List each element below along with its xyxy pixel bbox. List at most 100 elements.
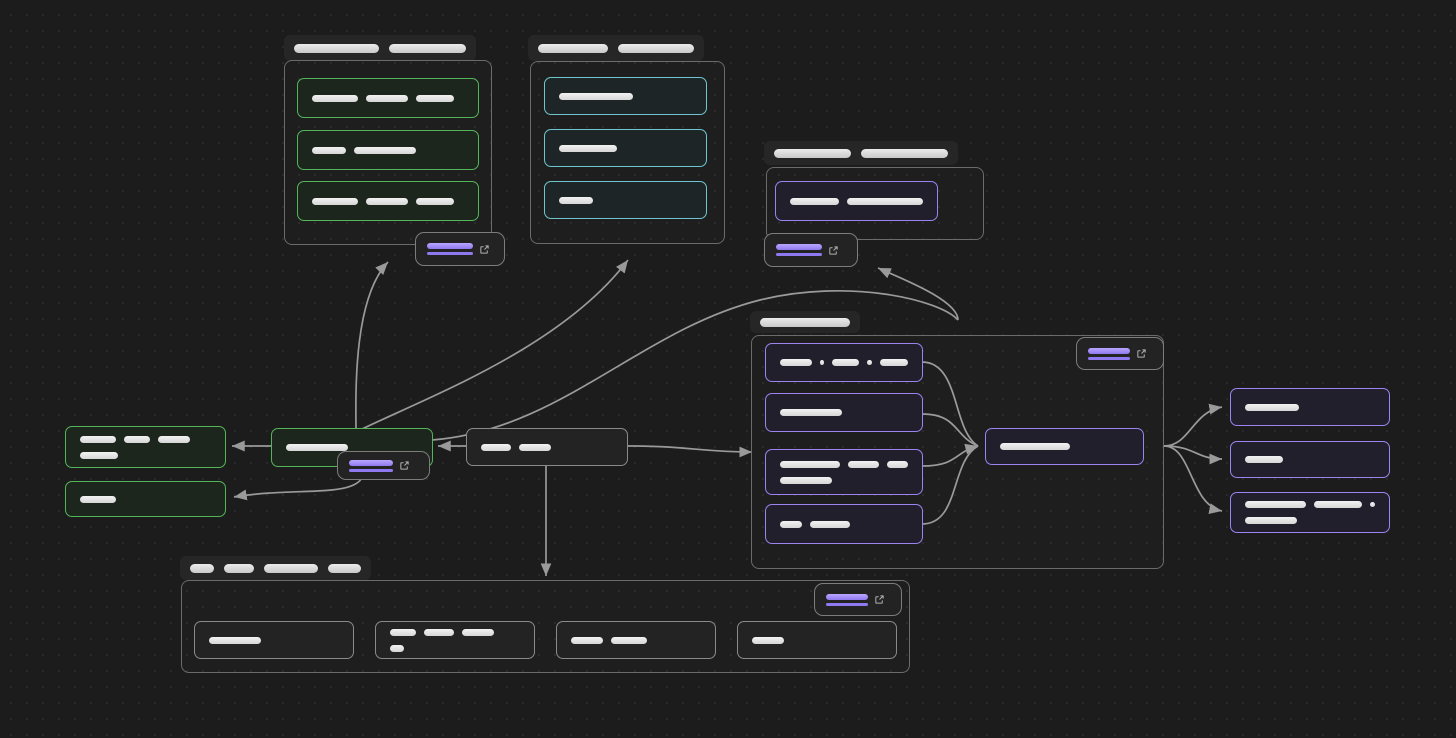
badge-purple-top[interactable]: [764, 233, 858, 267]
skeleton-bar: [312, 94, 358, 102]
skeleton-dot: [820, 360, 825, 365]
skeleton-bar: [354, 146, 416, 154]
node-text-line: [780, 409, 908, 416]
node-text-line: [1245, 517, 1375, 524]
edge-to-purple-top-arrow: [877, 267, 959, 321]
skeleton-bar: [832, 359, 860, 366]
external-link-icon[interactable]: [479, 244, 490, 255]
skeleton-bar: [752, 636, 784, 644]
badge-green-top[interactable]: [415, 232, 505, 266]
skeleton-bar: [1000, 443, 1070, 450]
node-text-line: [790, 197, 923, 205]
external-link-icon[interactable]: [1136, 348, 1147, 359]
skeleton-bar: [481, 443, 511, 451]
edge-green-center-to-cyan: [355, 259, 629, 433]
skeleton-dot: [1370, 502, 1375, 507]
node-cyan-2[interactable]: [544, 129, 707, 167]
node-green-left-2[interactable]: [65, 481, 226, 517]
node-bottom-3[interactable]: [556, 621, 716, 659]
node-text-line: [312, 146, 464, 154]
external-link-icon[interactable]: [399, 460, 410, 471]
skeleton-bar: [780, 359, 812, 366]
badge-bottom[interactable]: [814, 583, 902, 616]
node-text-line: [559, 196, 692, 204]
skeleton-bar: [780, 476, 832, 484]
external-link-icon[interactable]: [874, 594, 885, 605]
skeleton-bar: [519, 443, 551, 451]
node-green-top-1[interactable]: [297, 78, 479, 118]
node-text-line: [780, 460, 908, 468]
edge-gray-center-to-purple-main: [627, 445, 753, 458]
node-text-line: [390, 628, 520, 636]
skeleton-bar: [190, 563, 215, 573]
group-purple-main[interactable]: [751, 335, 1164, 569]
node-purple-right-2[interactable]: [1230, 441, 1390, 478]
badge-purple-main[interactable]: [1076, 337, 1164, 370]
skeleton-bar: [286, 444, 348, 451]
node-text-line: [390, 644, 520, 652]
group-purple-top[interactable]: [766, 167, 984, 240]
edge-main-to-right3: [1163, 445, 1223, 514]
node-green-top-3[interactable]: [297, 181, 479, 221]
skeleton-bar: [618, 43, 694, 53]
skeleton-bar: [1245, 403, 1299, 411]
skeleton-bar: [366, 94, 408, 102]
skeleton-bar: [416, 94, 454, 102]
node-pm-out[interactable]: [985, 428, 1144, 465]
node-bottom-2[interactable]: [375, 621, 535, 659]
node-purple-right-3[interactable]: [1230, 492, 1390, 533]
node-bottom-1[interactable]: [194, 621, 354, 659]
group-green-top[interactable]: [284, 60, 492, 245]
node-text-line: [1245, 501, 1375, 508]
node-cyan-3[interactable]: [544, 181, 707, 219]
group-cyan[interactable]: [530, 61, 725, 244]
node-green-top-2[interactable]: [297, 130, 479, 170]
node-text-line: [780, 520, 908, 528]
node-text-line: [571, 636, 701, 644]
node-cyan-1[interactable]: [544, 77, 707, 115]
node-pm-2[interactable]: [765, 393, 923, 432]
skeleton-bar: [774, 148, 851, 158]
skeleton-bar: [390, 628, 416, 636]
group-title-green-top: [284, 35, 476, 61]
skeleton-bar: [780, 520, 802, 528]
node-text-line: [1000, 443, 1129, 450]
node-text-line: [780, 359, 908, 366]
node-text-line: [312, 94, 464, 102]
skeleton-bar: [424, 628, 454, 636]
node-purple-top-1[interactable]: [775, 181, 938, 221]
skeleton-bar: [1314, 501, 1363, 508]
group-title-purple-top: [764, 141, 958, 165]
node-text-line: [80, 451, 211, 459]
edge-main-to-right1: [1163, 403, 1223, 447]
node-text-line: [286, 444, 418, 451]
node-text-line: [559, 144, 692, 152]
group-bottom[interactable]: [181, 580, 910, 673]
skeleton-bar: [611, 636, 647, 644]
node-pm-3[interactable]: [765, 449, 923, 495]
skeleton-bar: [810, 520, 850, 528]
node-green-left-1[interactable]: [65, 426, 226, 468]
node-pm-1[interactable]: [765, 343, 923, 382]
skeleton-bar: [327, 563, 361, 573]
external-link-icon[interactable]: [828, 245, 839, 256]
node-purple-right-1[interactable]: [1230, 388, 1390, 426]
node-pm-4[interactable]: [765, 504, 923, 544]
skeleton-bar: [390, 644, 404, 652]
node-text-line: [1245, 456, 1375, 463]
skeleton-bar: [559, 92, 633, 100]
skeleton-bar: [790, 197, 839, 205]
skeleton-bar: [158, 435, 190, 443]
badge-label: [826, 593, 868, 606]
badge-green-center[interactable]: [337, 451, 430, 480]
node-text-line: [312, 197, 464, 205]
skeleton-bar: [80, 495, 116, 503]
node-bottom-4[interactable]: [737, 621, 897, 659]
node-text-line: [80, 495, 211, 503]
skeleton-bar: [538, 43, 609, 53]
node-gray-center[interactable]: [466, 428, 628, 466]
badge-label: [427, 243, 473, 255]
skeleton-bar: [559, 144, 617, 152]
skeleton-bar: [312, 146, 346, 154]
